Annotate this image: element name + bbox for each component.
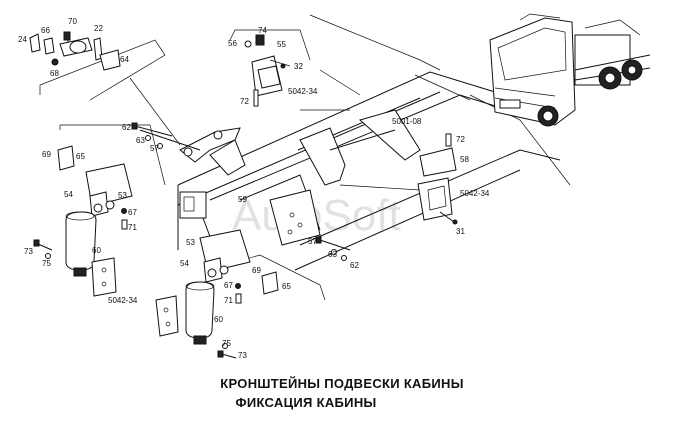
callout-58: 58 — [460, 155, 469, 164]
callout-75-a: 75 — [42, 259, 51, 268]
caption-line-2: ФИКСАЦИЯ КАБИНЫ — [235, 395, 376, 410]
callout-65-a: 65 — [76, 152, 85, 161]
callout-62-a: 62 — [122, 123, 131, 132]
callout-70: 70 — [68, 17, 77, 26]
callout-66-a: 66 — [41, 26, 50, 35]
callout-60-a: 60 — [92, 246, 101, 255]
caption-line-1: КРОНШТЕЙНЫ ПОДВЕСКИ КАБИНЫ — [220, 376, 464, 391]
ref-5001-08: 5001-08 — [392, 117, 422, 126]
left-front-mount-group — [33, 145, 133, 297]
front-bolt-set — [131, 122, 173, 149]
ref-5042-34-b: 5042-34 — [460, 189, 490, 198]
ref-5042-34-a: 5042-34 — [288, 87, 318, 96]
callout-75-b: 75 — [222, 339, 231, 348]
callout-68: 68 — [50, 69, 59, 78]
cross-member — [299, 109, 421, 186]
callout-73-a: 73 — [24, 247, 33, 256]
callout-31: 31 — [456, 227, 465, 236]
truck-illustration — [489, 13, 651, 127]
side-bracket-plate — [269, 189, 321, 246]
callout-71-a: 71 — [128, 223, 137, 232]
callout-24: 24 — [18, 35, 27, 44]
callout-53-a: 53 — [118, 191, 127, 200]
callout-55: 55 — [277, 40, 286, 49]
callout-64: 64 — [120, 55, 129, 64]
callout-57-b: 57 — [308, 237, 317, 246]
latch-hardware-group — [29, 31, 121, 71]
left-rear-mount-group — [155, 229, 279, 359]
callout-65-b: 65 — [282, 282, 291, 291]
callout-59: 59 — [238, 195, 247, 204]
rear-bolt-set — [315, 236, 351, 261]
callout-73-b: 73 — [238, 351, 247, 360]
callout-22: 22 — [94, 24, 103, 33]
callout-67-b: 67 — [224, 281, 233, 290]
callout-69-b: 69 — [252, 266, 261, 275]
callout-32-a: 32 — [294, 62, 303, 71]
callout-54-a: 54 — [64, 190, 73, 199]
callout-72-a: 72 — [240, 97, 249, 106]
callout-63-b: 63 — [328, 250, 337, 259]
lock-bracket-group — [244, 34, 291, 107]
callout-72-b: 72 — [456, 135, 465, 144]
callout-53-b: 53 — [186, 238, 195, 247]
callout-67-a: 67 — [128, 208, 137, 217]
callout-69-a: 69 — [42, 150, 51, 159]
callout-71-b: 71 — [224, 296, 233, 305]
rear-right-mount-group — [417, 133, 458, 225]
callout-63-a: 63 — [136, 136, 145, 145]
callout-57-a: 57 — [150, 144, 159, 153]
ref-5042-34-c: 5042-34 — [108, 296, 138, 305]
callout-74: 74 — [258, 26, 267, 35]
callout-56: 56 — [228, 39, 237, 48]
callout-60-b: 60 — [214, 315, 223, 324]
callout-62-b: 62 — [350, 261, 359, 270]
callout-54-b: 54 — [180, 259, 189, 268]
front-mount-arm — [139, 127, 246, 176]
